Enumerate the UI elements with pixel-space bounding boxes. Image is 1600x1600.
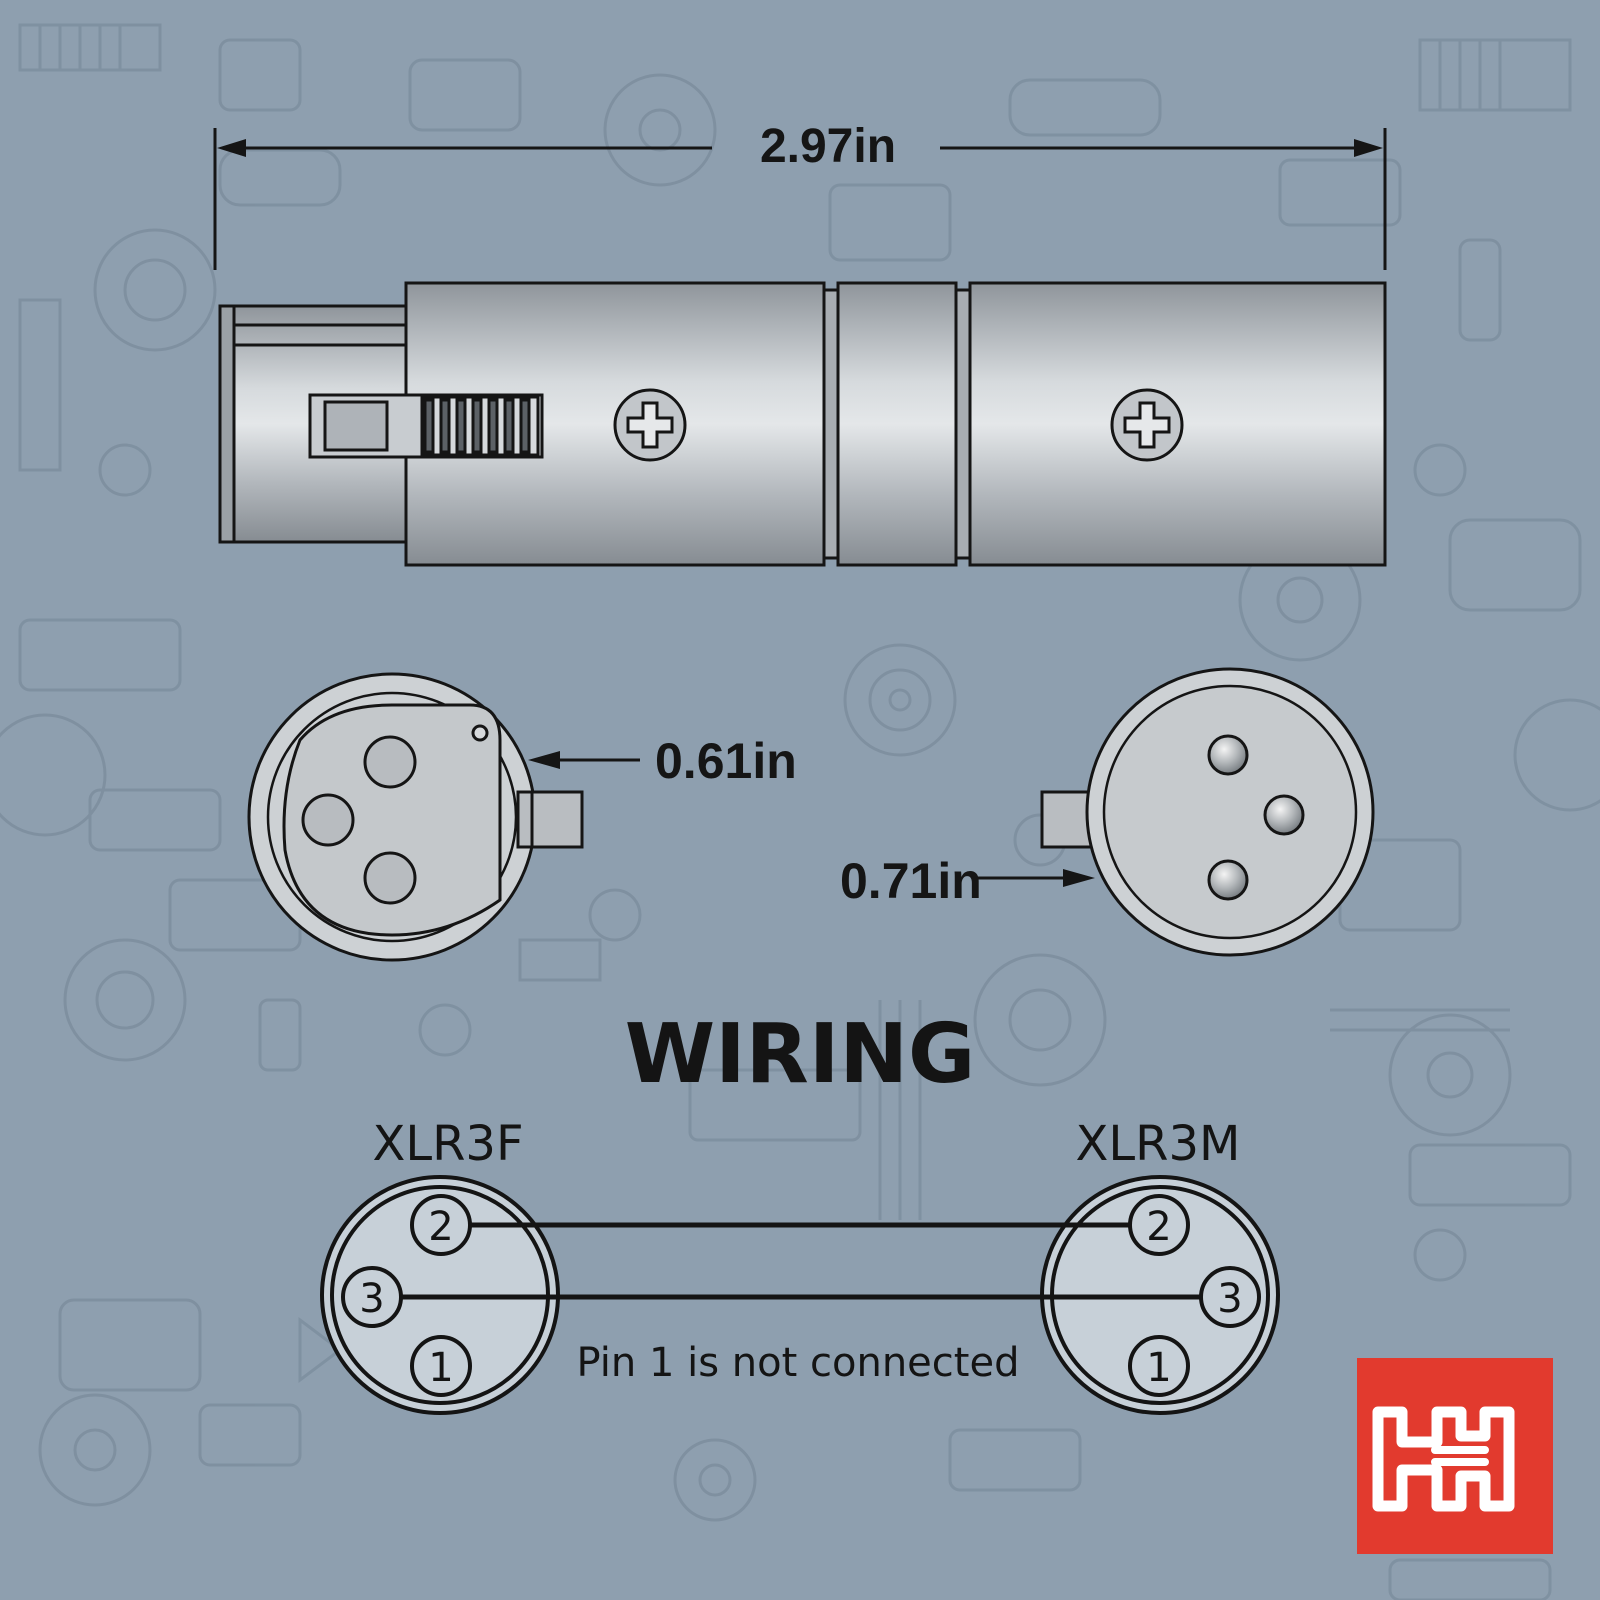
pin-circle	[1128, 1335, 1190, 1397]
pin-circle	[1199, 1266, 1261, 1328]
wires	[400, 1222, 1200, 1300]
pin-circle	[410, 1194, 472, 1256]
pin-1-label: 1	[428, 1345, 453, 1391]
pin-circle	[410, 1335, 472, 1397]
male-pin	[1207, 734, 1249, 776]
phillips-screw-icon	[1110, 388, 1184, 462]
xlr3m-label: XLR3M	[1076, 1116, 1241, 1172]
latch-release	[308, 393, 544, 459]
female-diameter-label: 0.61in	[655, 733, 797, 789]
length-dimension: 2.97in	[213, 120, 1387, 270]
arrowhead-left-icon	[217, 139, 246, 157]
length-label: 2.97in	[760, 120, 896, 173]
pin-circle	[341, 1266, 403, 1328]
hosa-h-logo-icon	[1357, 1358, 1553, 1554]
female-diameter-dimension: 0.61in	[528, 733, 797, 789]
female-socket	[363, 735, 417, 789]
pin-2-label: 2	[1146, 1204, 1171, 1250]
xlr3m-pins: 2 3 1	[1128, 1194, 1261, 1397]
xlr3f-pins: 2 3 1	[341, 1194, 472, 1397]
pin1-note: Pin 1 is not connected	[577, 1340, 1020, 1386]
male-diameter-dimension: 0.71in	[840, 853, 1095, 909]
female-socket	[363, 851, 417, 905]
female-socket	[301, 793, 355, 847]
male-pin	[1263, 794, 1305, 836]
pin-circle	[1128, 1194, 1190, 1256]
adapter-side-view	[218, 281, 1387, 567]
arrowhead-right-icon	[1354, 139, 1383, 157]
male-latch-tab	[1040, 790, 1096, 849]
male-pin	[1207, 859, 1249, 901]
xlr3f-label: XLR3F	[372, 1116, 523, 1172]
wiring-title: WIRING	[625, 1007, 976, 1102]
male-diameter-label: 0.71in	[840, 853, 982, 909]
female-latch-tab	[516, 790, 584, 849]
female-end-view	[247, 672, 584, 962]
arrowhead-icon	[528, 751, 560, 769]
pin-3-label: 3	[1217, 1276, 1242, 1322]
phillips-screw-icon	[613, 388, 687, 462]
male-end-view	[1040, 667, 1375, 957]
background-pattern	[0, 23, 1600, 1600]
pin-1-label: 1	[1146, 1345, 1171, 1391]
pin-2-label: 2	[428, 1204, 453, 1250]
pin-3-label: 3	[359, 1276, 384, 1322]
arrowhead-icon	[1063, 869, 1095, 887]
middle-ring	[836, 281, 958, 567]
